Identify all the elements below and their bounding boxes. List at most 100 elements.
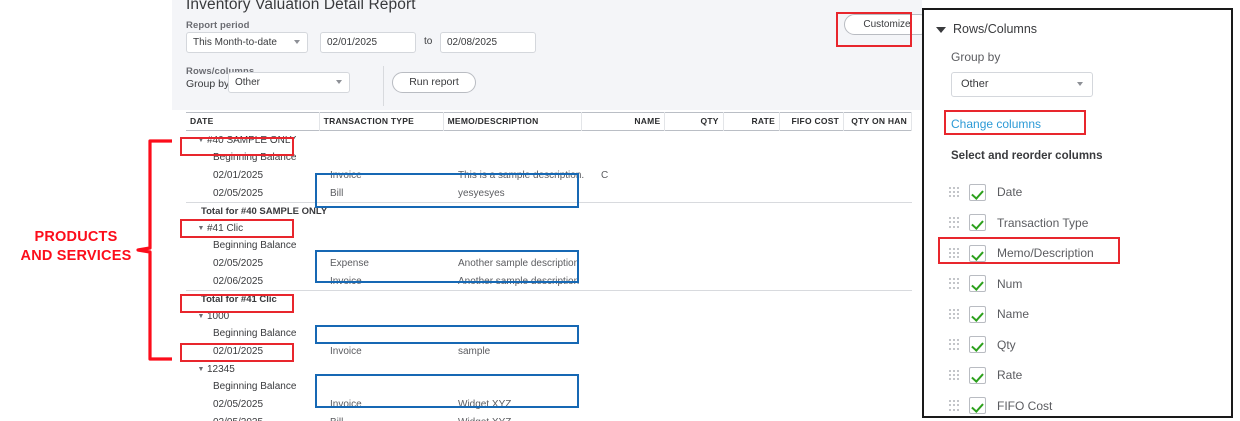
date-from-input[interactable]: 02/01/2025 [320, 32, 416, 53]
collapse-caret-icon[interactable]: ▼ [197, 136, 205, 144]
change-columns-link[interactable]: Change columns [951, 117, 1042, 131]
to-label: to [424, 36, 433, 47]
panel-group-by-value: Other [961, 78, 989, 90]
drag-handle-icon[interactable] [949, 247, 960, 259]
collapse-caret-icon[interactable]: ▼ [197, 365, 205, 373]
column-list-item-name[interactable]: Name [944, 299, 1214, 330]
drag-handle-icon[interactable] [949, 400, 960, 411]
highlight-memo-description-row [938, 237, 1120, 264]
column-header-qty-on-hand[interactable]: QTY ON HAN [844, 112, 912, 131]
column-label: Rate [997, 368, 1023, 383]
table-row[interactable]: 02/01/2025 Invoice This is a sample desc… [186, 166, 912, 184]
cell-transaction-type: Invoice [330, 398, 362, 410]
date-to-input[interactable]: 02/08/2025 [440, 32, 536, 53]
cell-date: 02/01/2025 [213, 169, 264, 181]
report-toolbar: Inventory Valuation Detail Report Report… [172, 0, 922, 110]
column-list-item-date[interactable]: Date [944, 177, 1214, 208]
table-row[interactable]: 02/05/2025 Invoice Widget XYZ [186, 395, 912, 413]
cell-name: C [601, 169, 609, 181]
drag-handle-icon[interactable] [949, 278, 960, 289]
report-period-value: This Month-to-date [193, 37, 277, 48]
column-header-date[interactable]: DATE [186, 112, 320, 131]
select-reorder-label: Select and reorder columns [951, 150, 1103, 162]
cell-memo: Another sample description [458, 257, 580, 269]
column-label: Date [997, 185, 1023, 200]
column-list-item-transaction-type[interactable]: Transaction Type [944, 208, 1214, 239]
group-by-value: Other [235, 77, 261, 88]
drag-handle-icon[interactable] [949, 186, 960, 198]
column-label: FIFO Cost [997, 398, 1053, 413]
group-name: 12345 [207, 363, 235, 375]
highlight-change-columns [944, 110, 1086, 135]
column-list-item-fifo-cost[interactable]: FIFO Cost [944, 391, 1214, 421]
beginning-balance-row: Beginning Balance [186, 378, 912, 395]
table-row[interactable]: 02/05/2025 Bill Widget XYZ [186, 413, 912, 421]
checkbox-num[interactable] [969, 275, 986, 293]
cell-date: 02/05/2025 [213, 187, 264, 199]
cell-date: 02/05/2025 [213, 398, 264, 410]
column-label: Qty [997, 337, 1016, 352]
panel-group-by-select[interactable]: Other [951, 72, 1093, 97]
column-header-memo-description[interactable]: MEMO/DESCRIPTION [444, 112, 583, 131]
column-header-transaction-type[interactable]: TRANSACTION TYPE [320, 112, 444, 131]
column-list-item-memo-description[interactable]: Memo/Description [944, 238, 1214, 269]
cell-date: 02/06/2025 [213, 275, 264, 287]
beginning-balance-row: Beginning Balance [186, 237, 912, 254]
annotation-products-and-services: PRODUCTS AND SERVICES [16, 228, 136, 266]
column-list-item-num[interactable]: Num [944, 269, 1214, 300]
checkbox-qty[interactable] [969, 336, 986, 354]
group-row[interactable]: ▼ 1000 [186, 307, 912, 325]
column-list-item-qty[interactable]: Qty [944, 330, 1214, 361]
table-row[interactable]: 02/05/2025 Bill yesyesyes [186, 184, 912, 202]
checkbox-rate[interactable] [969, 366, 986, 384]
checkbox-memo-description[interactable] [969, 244, 986, 262]
chevron-down-icon [1077, 82, 1083, 86]
panel-header[interactable]: Rows/Columns [936, 22, 1037, 36]
rows-columns-panel: Rows/Columns Group by Other Change colum… [922, 8, 1233, 418]
cell-transaction-type: Bill [324, 417, 452, 421]
column-header-fifo-cost[interactable]: FIFO COST [780, 112, 845, 131]
customize-button[interactable]: Customize [844, 14, 922, 35]
group-row[interactable]: ▼ #41 Clic [186, 219, 912, 237]
highlight-group-1000 [180, 294, 294, 313]
run-report-button[interactable]: Run report [392, 72, 476, 93]
beginning-balance-row: Beginning Balance [186, 149, 912, 166]
group-row[interactable]: ▼ #40 SAMPLE ONLY [186, 131, 912, 149]
column-list: Date Transaction Type Memo/Description N… [944, 177, 1214, 421]
chevron-down-icon [336, 80, 342, 84]
table-row[interactable]: 02/01/2025 Invoice sample [186, 342, 912, 360]
report-period-select[interactable]: This Month-to-date [186, 32, 308, 53]
column-header-rate[interactable]: RATE [724, 112, 781, 131]
checkbox-name[interactable] [969, 305, 986, 323]
date-from-value: 02/01/2025 [327, 37, 378, 48]
collapse-caret-icon[interactable]: ▼ [197, 312, 205, 320]
drag-handle-icon[interactable] [949, 308, 960, 320]
group-by-select[interactable]: Other [228, 72, 350, 93]
cell-date: 02/05/2025 [213, 257, 264, 269]
beginning-balance-row: Beginning Balance [186, 325, 912, 342]
table-row[interactable]: 02/05/2025 Expense Another sample descri… [186, 254, 912, 272]
drag-handle-icon[interactable] [949, 339, 960, 350]
collapse-caret-icon[interactable]: ▼ [197, 224, 205, 232]
column-header-name[interactable]: NAME [582, 112, 666, 131]
cell-date: 02/05/2025 [186, 417, 324, 421]
checkbox-fifo-cost[interactable] [969, 397, 986, 415]
column-header-qty[interactable]: QTY [665, 112, 724, 131]
group-row[interactable]: ▼ 12345 [186, 360, 912, 378]
chevron-down-icon[interactable] [936, 27, 946, 33]
column-list-item-rate[interactable]: Rate [944, 360, 1214, 391]
toolbar-divider [383, 66, 384, 106]
group-total-row: Total for #41 Clic [186, 290, 912, 307]
checkbox-transaction-type[interactable] [969, 214, 986, 232]
highlight-group-41-clic [180, 219, 294, 238]
group-name: #40 SAMPLE ONLY [207, 134, 297, 146]
highlight-memo-block-1 [315, 173, 579, 208]
drag-handle-icon[interactable] [949, 369, 960, 381]
drag-handle-icon[interactable] [949, 217, 960, 228]
checkbox-date[interactable] [969, 183, 986, 201]
date-to-value: 02/08/2025 [447, 37, 498, 48]
cell-transaction-type: Expense [330, 257, 369, 269]
page-title: Inventory Valuation Detail Report [186, 0, 416, 13]
cell-memo: Widget XYZ [452, 417, 595, 421]
group-total-row: Total for #40 SAMPLE ONLY [186, 202, 912, 219]
